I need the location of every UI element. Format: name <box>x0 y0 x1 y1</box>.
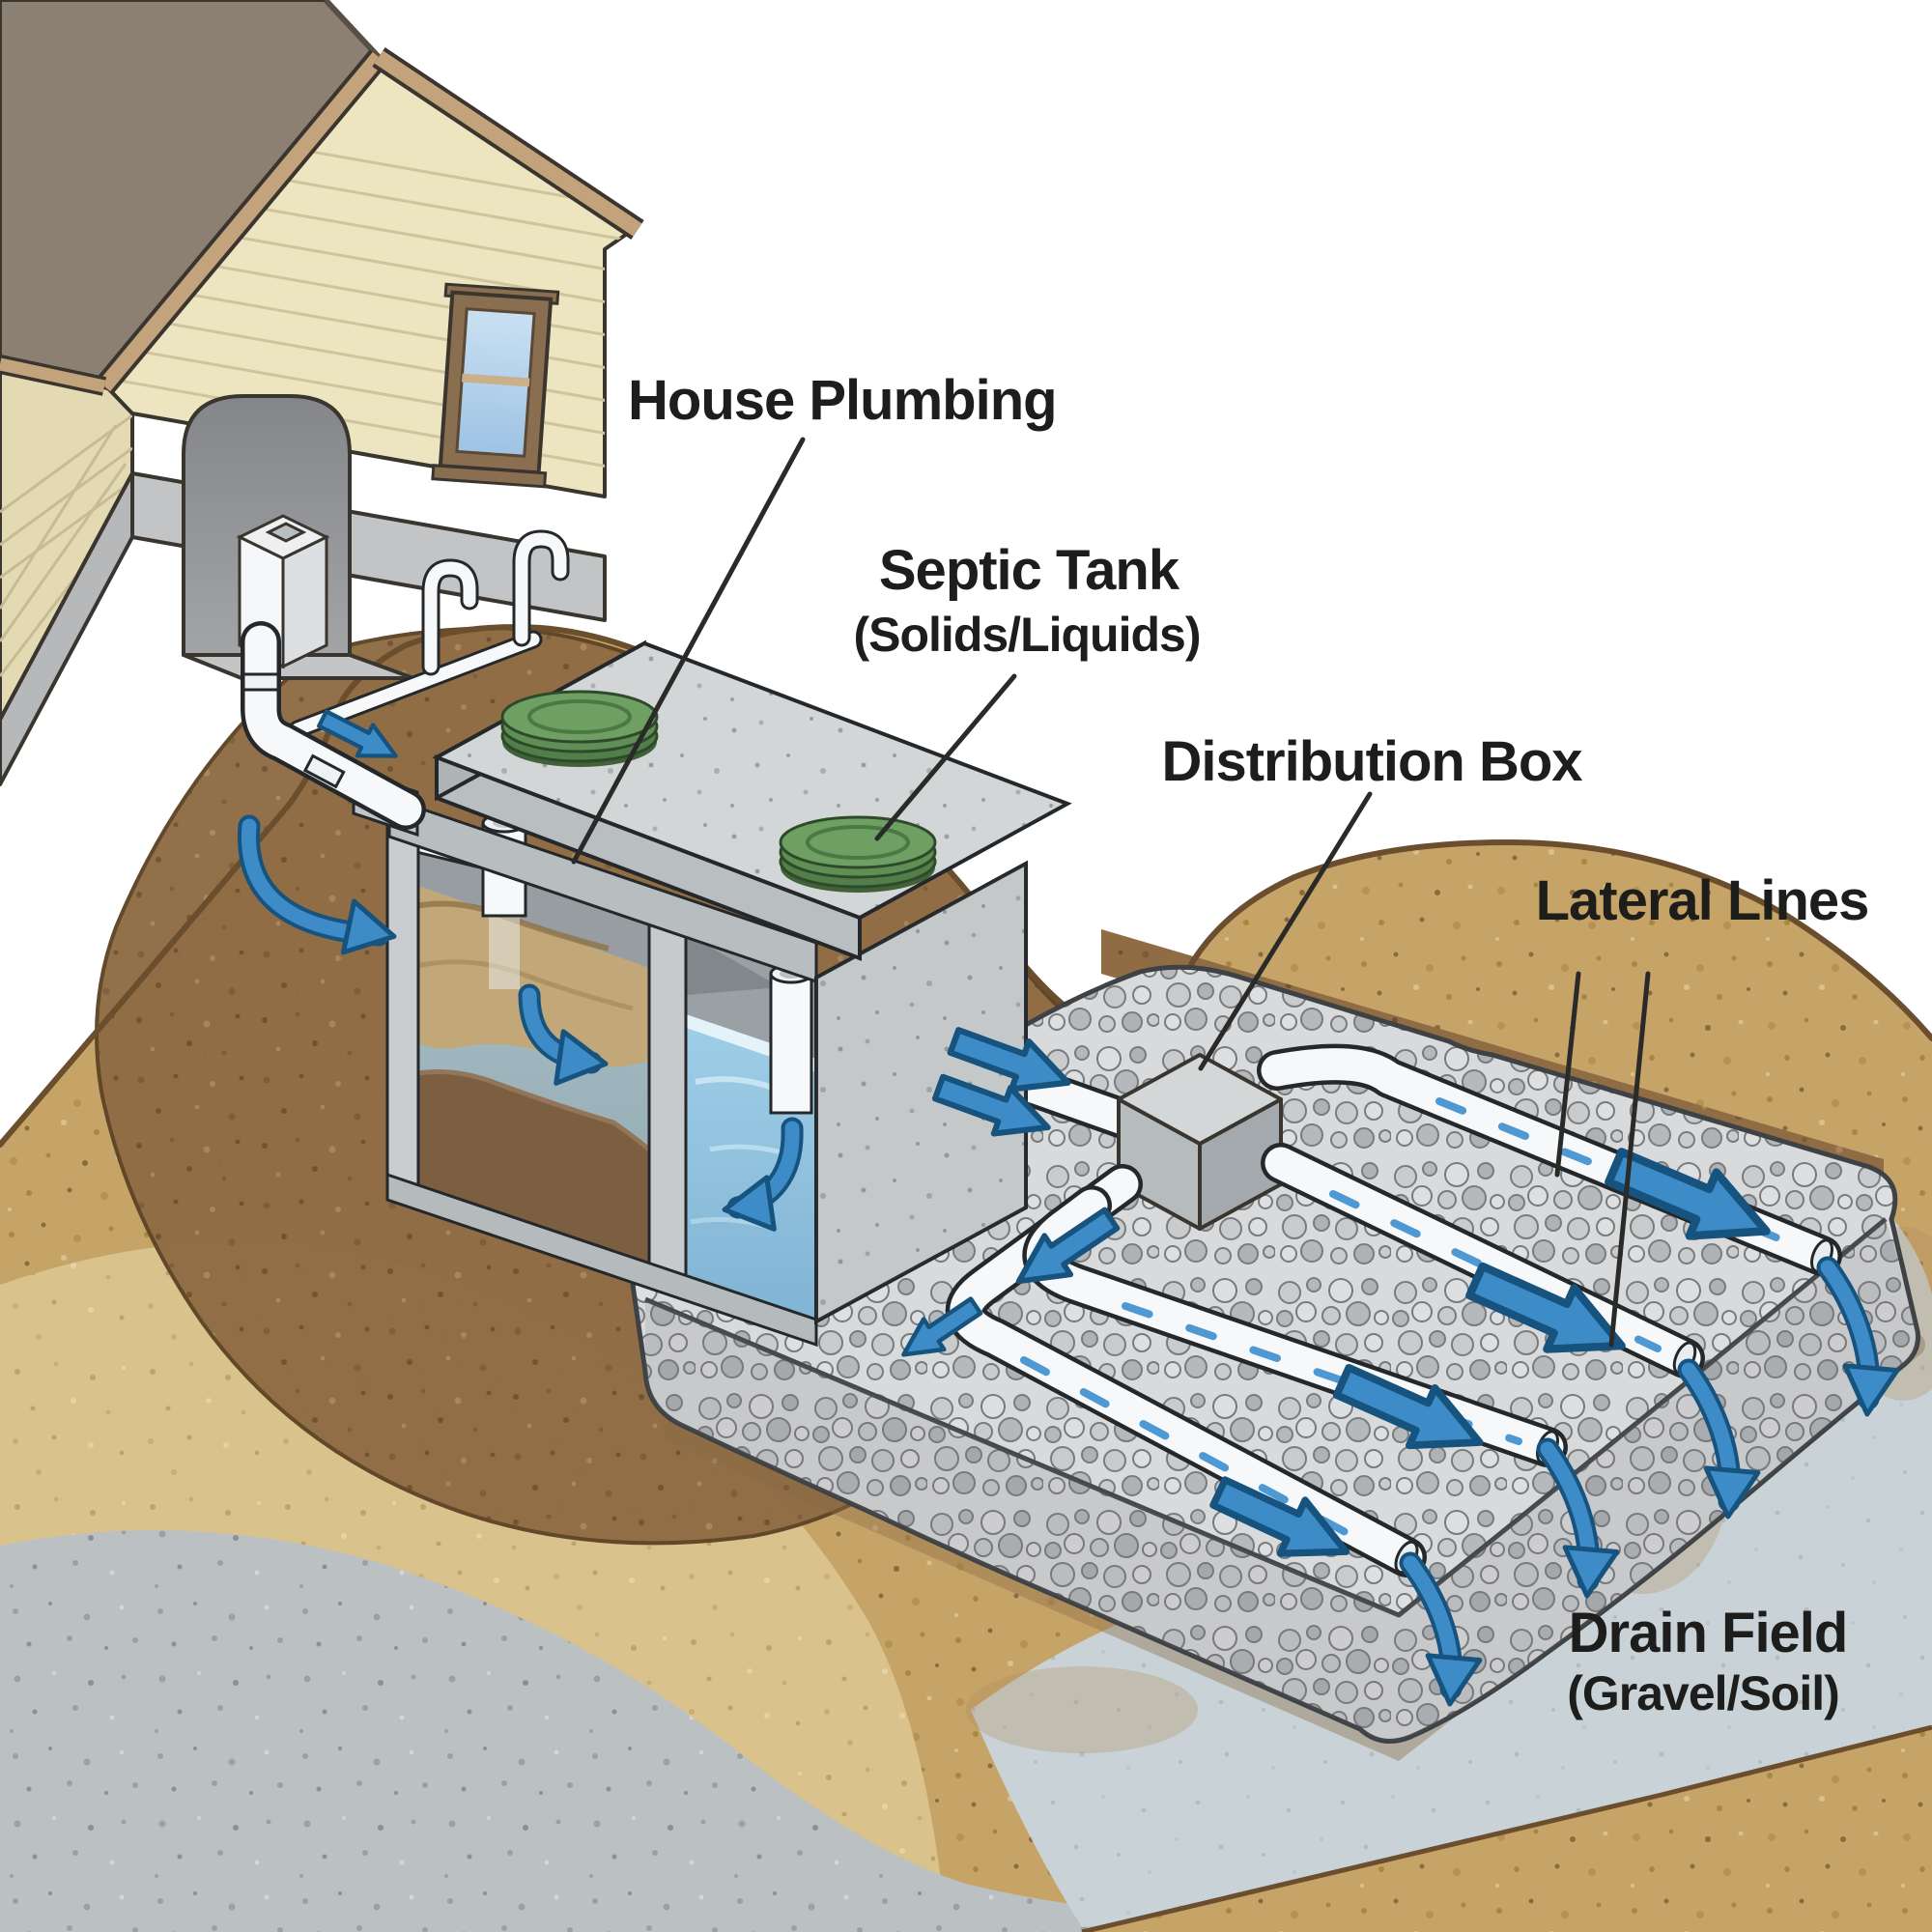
flow-arrow-drop-4 <box>1399 1551 1480 1706</box>
soil-bottom-right <box>1082 1727 1932 1932</box>
window-sill <box>431 464 548 489</box>
label-septic-tank: Septic Tank <box>879 539 1180 602</box>
tank-bottom-sill <box>385 1172 818 1348</box>
leader-septic-tank <box>874 673 1017 841</box>
leader-lines <box>571 437 1651 1348</box>
flow-arrow-drop-2 <box>1677 1358 1758 1519</box>
house <box>0 0 644 786</box>
flow-arrows <box>237 703 1897 1706</box>
label-drain-field: Drain Field <box>1569 1602 1848 1664</box>
gravel-bed-front-shade <box>645 1219 1918 1742</box>
pipe-coupling-2 <box>302 753 346 789</box>
tank-outlet-baffle <box>769 963 813 1115</box>
tank-end-face-shade <box>816 864 1026 1321</box>
distribution-box <box>1117 1053 1283 1231</box>
label-distribution-box: Distribution Box <box>1161 730 1582 793</box>
tank-lid-1 <box>500 690 659 767</box>
foundation-left <box>0 471 134 786</box>
label-septic-tank-sub: (Solids/Liquids) <box>854 608 1201 662</box>
pipe-coupling-1 <box>242 672 280 692</box>
vent-pipes <box>288 529 570 739</box>
flow-arrow-compartment-2 <box>721 1117 804 1236</box>
roof-ridge-line <box>323 0 382 60</box>
tank-left-post <box>385 824 420 1191</box>
label-house-plumbing: House Plumbing <box>628 369 1057 432</box>
leader-house-plumbing <box>571 437 806 865</box>
fixture-opening <box>265 522 307 543</box>
leader-lateral-lines-2 <box>1608 971 1651 1348</box>
window-sash-bar <box>461 373 530 387</box>
inlet-baffle-submerged <box>489 916 520 989</box>
house-drain-pipe <box>241 621 426 830</box>
tank-lid-2 <box>779 815 937 893</box>
window <box>431 282 560 489</box>
flow-arrow-drop-1 <box>1816 1256 1897 1416</box>
groundwater-pool <box>971 1219 1932 1927</box>
labels: House Plumbing Septic Tank (Solids/Liqui… <box>628 369 1869 1720</box>
leader-lateral-lines-1 <box>1554 971 1581 1178</box>
rake-fascia-left-tan <box>98 51 385 392</box>
tank-end-face <box>814 860 1028 1325</box>
sludge-layer <box>391 1071 649 1268</box>
soil-bottom-right-line <box>1081 1724 1932 1932</box>
gravel-bed-front-crease <box>644 1217 1888 1618</box>
flow-arrow-drop-3 <box>1536 1437 1617 1598</box>
label-drain-field-sub: (Gravel/Soil) <box>1567 1666 1839 1720</box>
bedrock-groundwater-left <box>0 1530 1507 1932</box>
eave-fascia-right-tan <box>374 50 642 237</box>
tank-divider-wall <box>647 922 688 1279</box>
leader-distribution-box <box>1198 791 1373 1071</box>
eave-fascia-bottom-left-tan <box>0 357 106 393</box>
flow-arrow-compartment-1 <box>518 983 610 1090</box>
distribution-box-top-face <box>1117 1053 1283 1146</box>
tank-backwall-shadow <box>686 933 781 995</box>
flow-arrow-inlet-curved <box>237 814 399 962</box>
label-lateral-lines: Lateral Lines <box>1536 869 1869 932</box>
